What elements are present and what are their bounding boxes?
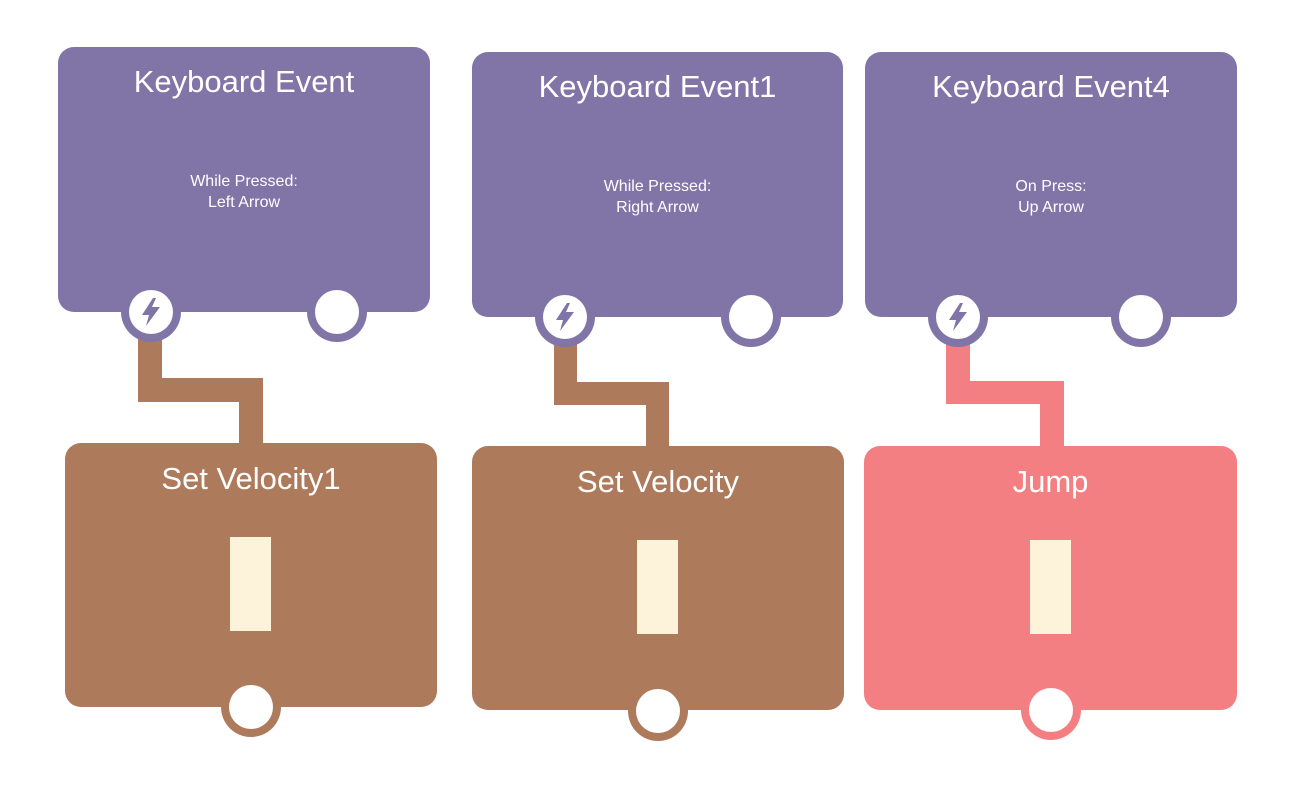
lightning-icon [543, 295, 587, 339]
keyboard-event1-block[interactable]: Keyboard Event1 While Pressed: Right Arr… [472, 52, 843, 317]
input-port[interactable] [221, 677, 281, 737]
trigger-output-port[interactable] [121, 282, 181, 342]
set-velocity-block[interactable]: Set Velocity [472, 446, 844, 710]
keyboard-event-block[interactable]: Keyboard Event While Pressed: Left Arrow [58, 47, 430, 312]
event-key: Right Arrow [616, 199, 699, 216]
value-gauge[interactable] [1030, 540, 1071, 634]
block-title: Keyboard Event1 [538, 69, 777, 104]
event-mode: While Pressed: [603, 178, 712, 195]
set-velocity1-block[interactable]: Set Velocity1 [65, 443, 437, 707]
secondary-output-port[interactable] [307, 282, 367, 342]
input-port[interactable] [1021, 680, 1081, 740]
lightning-icon [129, 290, 173, 334]
secondary-output-port[interactable] [1111, 287, 1171, 347]
block-title: Set Velocity [577, 464, 739, 499]
keyboard-event4-block[interactable]: Keyboard Event4 On Press: Up Arrow [865, 52, 1237, 317]
port-socket [229, 685, 273, 729]
port-socket [1119, 295, 1163, 339]
port-socket [636, 689, 680, 733]
trigger-output-port[interactable] [535, 287, 595, 347]
event-key: Left Arrow [207, 194, 281, 211]
port-socket [315, 290, 359, 334]
value-gauge[interactable] [637, 540, 678, 634]
wire-segment [646, 382, 669, 450]
value-gauge[interactable] [230, 537, 271, 631]
port-socket [1029, 688, 1073, 732]
port-socket [729, 295, 773, 339]
wire-segment [1040, 381, 1064, 450]
block-title: Set Velocity1 [161, 461, 341, 496]
lightning-icon [936, 295, 980, 339]
block-title: Jump [1012, 464, 1089, 499]
wire-segment [946, 381, 1064, 404]
jump-block[interactable]: Jump [864, 446, 1237, 710]
input-port[interactable] [628, 681, 688, 741]
event-mode: On Press: [1015, 178, 1087, 195]
block-title: Keyboard Event4 [932, 69, 1170, 104]
event-mode: While Pressed: [190, 173, 298, 190]
block-title: Keyboard Event [133, 64, 355, 99]
wire-segment [554, 382, 669, 405]
wire-segment [239, 378, 263, 448]
trigger-output-port[interactable] [928, 287, 988, 347]
event-key: Up Arrow [1018, 199, 1084, 216]
secondary-output-port[interactable] [721, 287, 781, 347]
